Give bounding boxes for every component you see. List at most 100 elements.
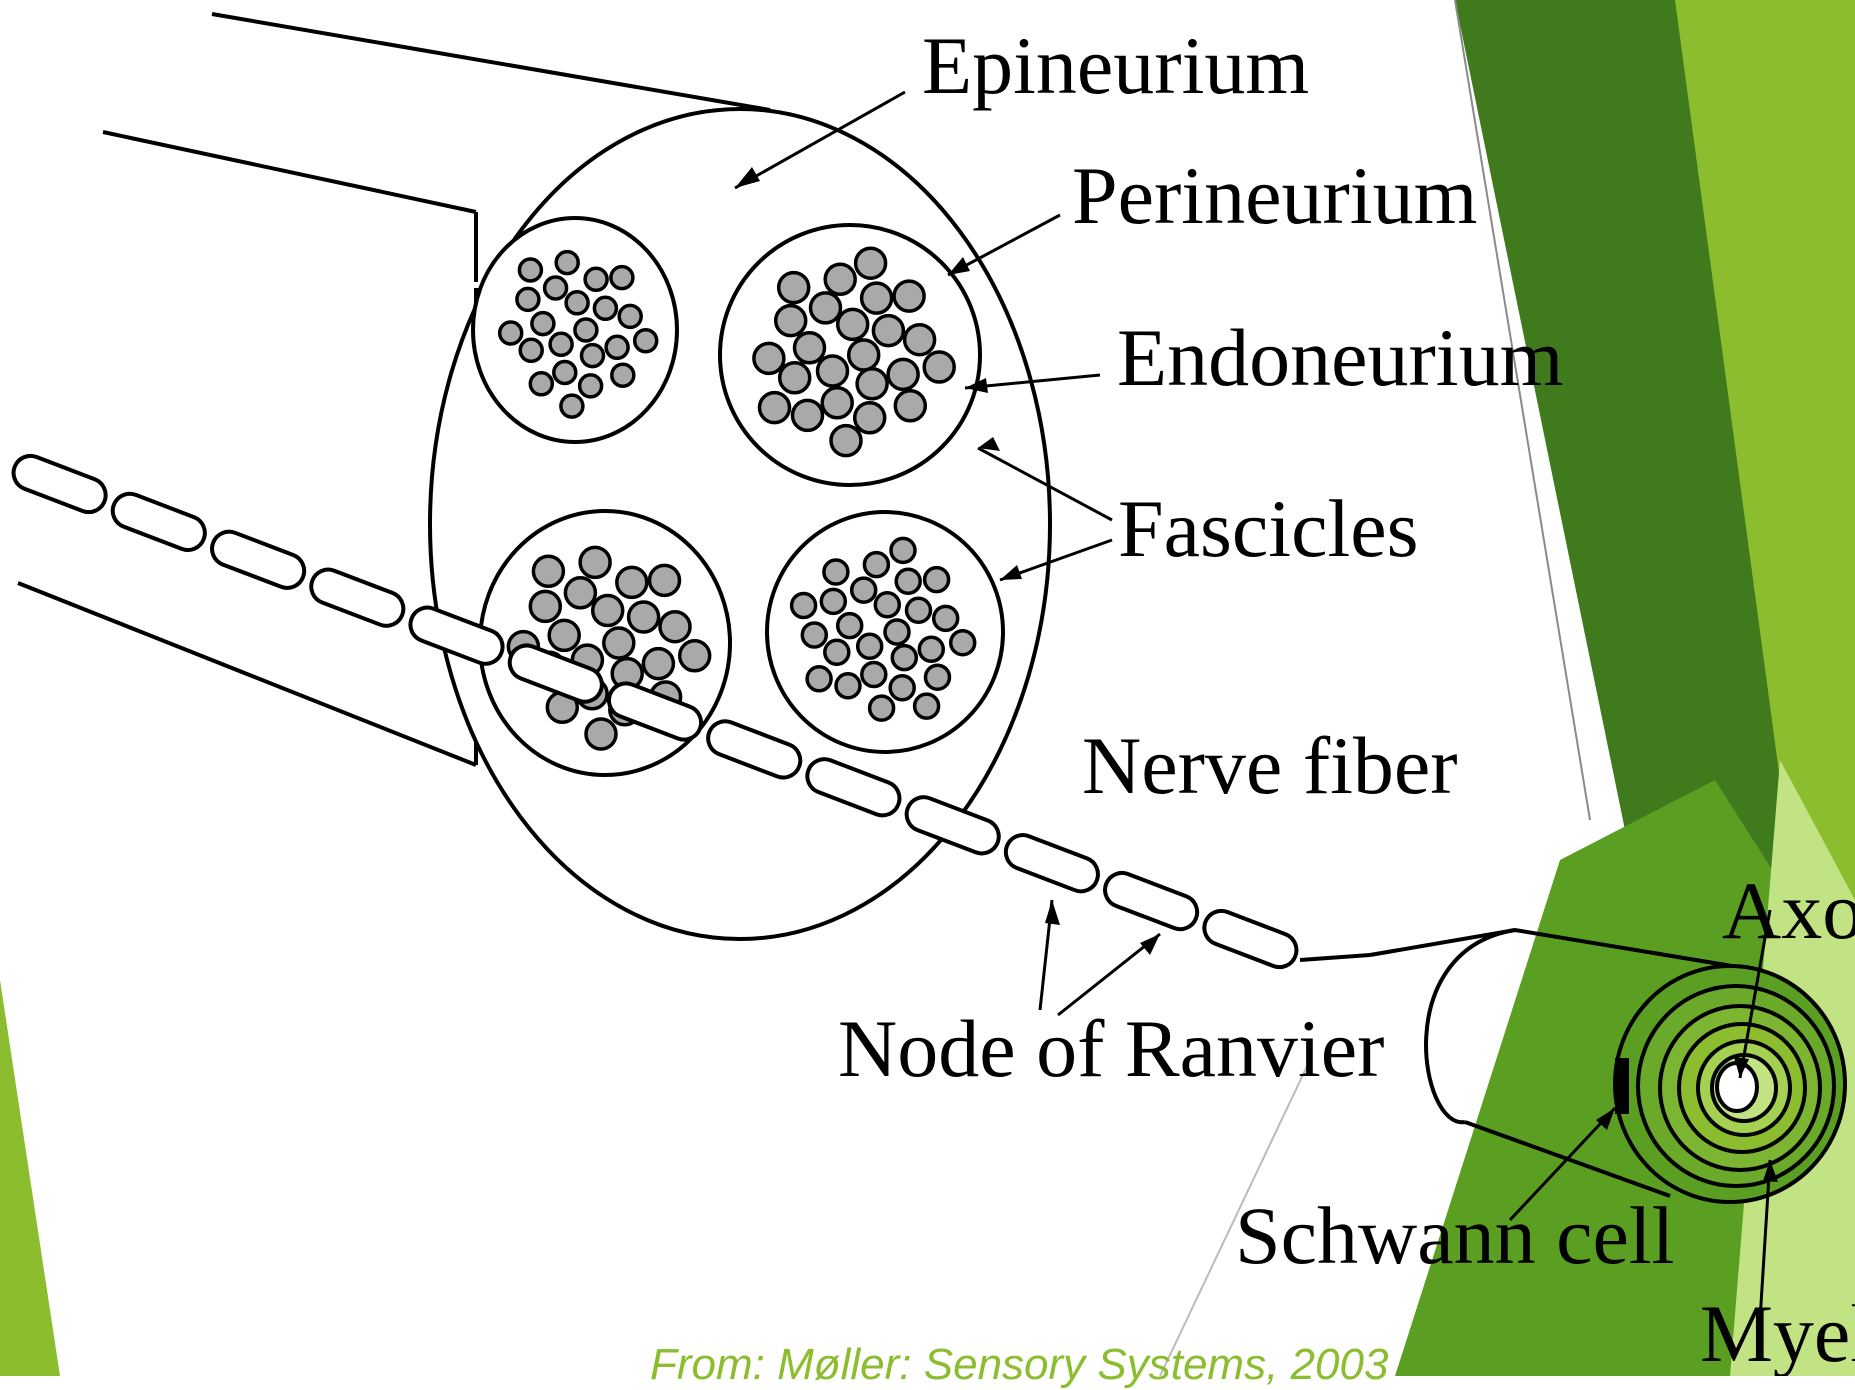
axon-dot <box>907 598 931 622</box>
label-axon-clip: Axo <box>1700 860 1855 970</box>
axon-dot <box>838 309 868 339</box>
axon-dot <box>926 665 950 689</box>
source-citation: From: Møller: Sensory Systems, 2003 <box>650 1340 1388 1390</box>
axon-dot <box>556 252 578 274</box>
axon-dot <box>892 646 916 670</box>
myelin-segment <box>108 489 210 555</box>
axon-dot <box>857 369 887 399</box>
axon-dot <box>807 667 831 691</box>
axon-dot <box>824 560 848 584</box>
axon-dot <box>760 393 790 423</box>
label-nerve-fiber: Nerve fiber <box>1082 725 1458 807</box>
axon-dot <box>821 589 845 613</box>
axon-dot <box>934 606 958 630</box>
axon-dot <box>606 336 628 358</box>
axon-dot <box>619 305 641 327</box>
axon-dot <box>836 674 860 698</box>
axon-dot <box>549 620 579 650</box>
axon-dot <box>660 612 690 642</box>
trunk-outline-top <box>212 14 770 110</box>
axon-dot <box>580 547 610 577</box>
axon-dot <box>565 578 595 608</box>
axon-dot <box>862 283 892 313</box>
label-fascicles: Fascicles <box>1118 488 1419 570</box>
axon-dot <box>852 578 876 602</box>
axon-dot <box>776 306 806 336</box>
axon-dot <box>792 594 816 618</box>
axon-dot <box>870 696 894 720</box>
axon-dot <box>875 593 899 617</box>
axon-dot <box>520 339 542 361</box>
axon-dot <box>951 631 975 655</box>
axon-dot <box>802 623 826 647</box>
axon-dot <box>855 403 885 433</box>
axon-dot <box>593 596 623 626</box>
axon-dot <box>611 267 633 289</box>
axon-dot <box>895 391 925 421</box>
axon-dot <box>530 373 552 395</box>
schwann-cell-nucleus <box>1617 1060 1627 1112</box>
axon-dot <box>680 641 710 671</box>
axon-dot <box>838 614 862 638</box>
axon-dot <box>818 356 848 386</box>
label-perineurium: Perineurium <box>1072 155 1477 237</box>
axon-dot <box>864 553 888 577</box>
trunk-outline-bottom <box>18 583 476 765</box>
axon-dot <box>873 316 903 346</box>
axon-dot <box>580 375 602 397</box>
axon-dot <box>566 292 588 314</box>
axon-dot <box>635 330 657 352</box>
axon-dot <box>650 565 680 595</box>
axon-dot <box>896 569 920 593</box>
axon-dot <box>575 319 597 341</box>
axon-dot <box>891 538 915 562</box>
axon-dot <box>831 426 861 456</box>
axon-dot <box>793 400 823 430</box>
axon-dot <box>825 640 849 664</box>
myelin-segment <box>9 451 111 517</box>
axon-dot <box>811 293 841 323</box>
axon-dot <box>919 637 943 661</box>
myelin-segment <box>1199 906 1301 972</box>
axon-dot <box>924 352 954 382</box>
axon-dot <box>617 567 647 597</box>
axon-dot <box>612 364 634 386</box>
label-epineurium: Epineurium <box>922 25 1309 107</box>
axon-dot <box>500 322 522 344</box>
axon-dot <box>530 591 560 621</box>
axon-dot <box>822 388 852 418</box>
axon-dot <box>519 259 541 281</box>
arrow-head <box>1140 934 1160 955</box>
axon-dot <box>629 602 659 632</box>
axon-dot <box>586 719 616 749</box>
axon-dot <box>795 333 825 363</box>
axon-dot <box>849 340 879 370</box>
myelin-segment <box>1001 830 1103 896</box>
label-myelin: Myel <box>1700 1285 1855 1375</box>
axon-dot <box>915 694 939 718</box>
axon-dot <box>517 288 539 310</box>
axon-dot <box>888 359 918 389</box>
axon-dot <box>890 676 914 700</box>
axon-dot <box>779 273 809 303</box>
axon-dot <box>858 634 882 658</box>
green-shape-left <box>0 980 60 1376</box>
axon-dot <box>754 343 784 373</box>
axon-dot <box>594 297 616 319</box>
axon-dot <box>905 325 935 355</box>
axon-dot <box>925 568 949 592</box>
axon-dot <box>780 363 810 393</box>
axon-dot <box>856 248 886 278</box>
trunk-outline-mid <box>103 132 476 212</box>
axon-dot <box>643 649 673 679</box>
label-schwann-cell: Schwann cell <box>1235 1195 1674 1277</box>
axon-core <box>1717 1063 1757 1111</box>
myelin-segment <box>207 527 309 593</box>
axon-dot <box>825 264 855 294</box>
arrow-head <box>1045 900 1060 925</box>
axon-dot <box>862 663 886 687</box>
label-endoneurium: Endoneurium <box>1117 317 1563 399</box>
label-node-of-ranvier: Node of Ranvier <box>838 1008 1385 1090</box>
axon-dot <box>604 628 634 658</box>
